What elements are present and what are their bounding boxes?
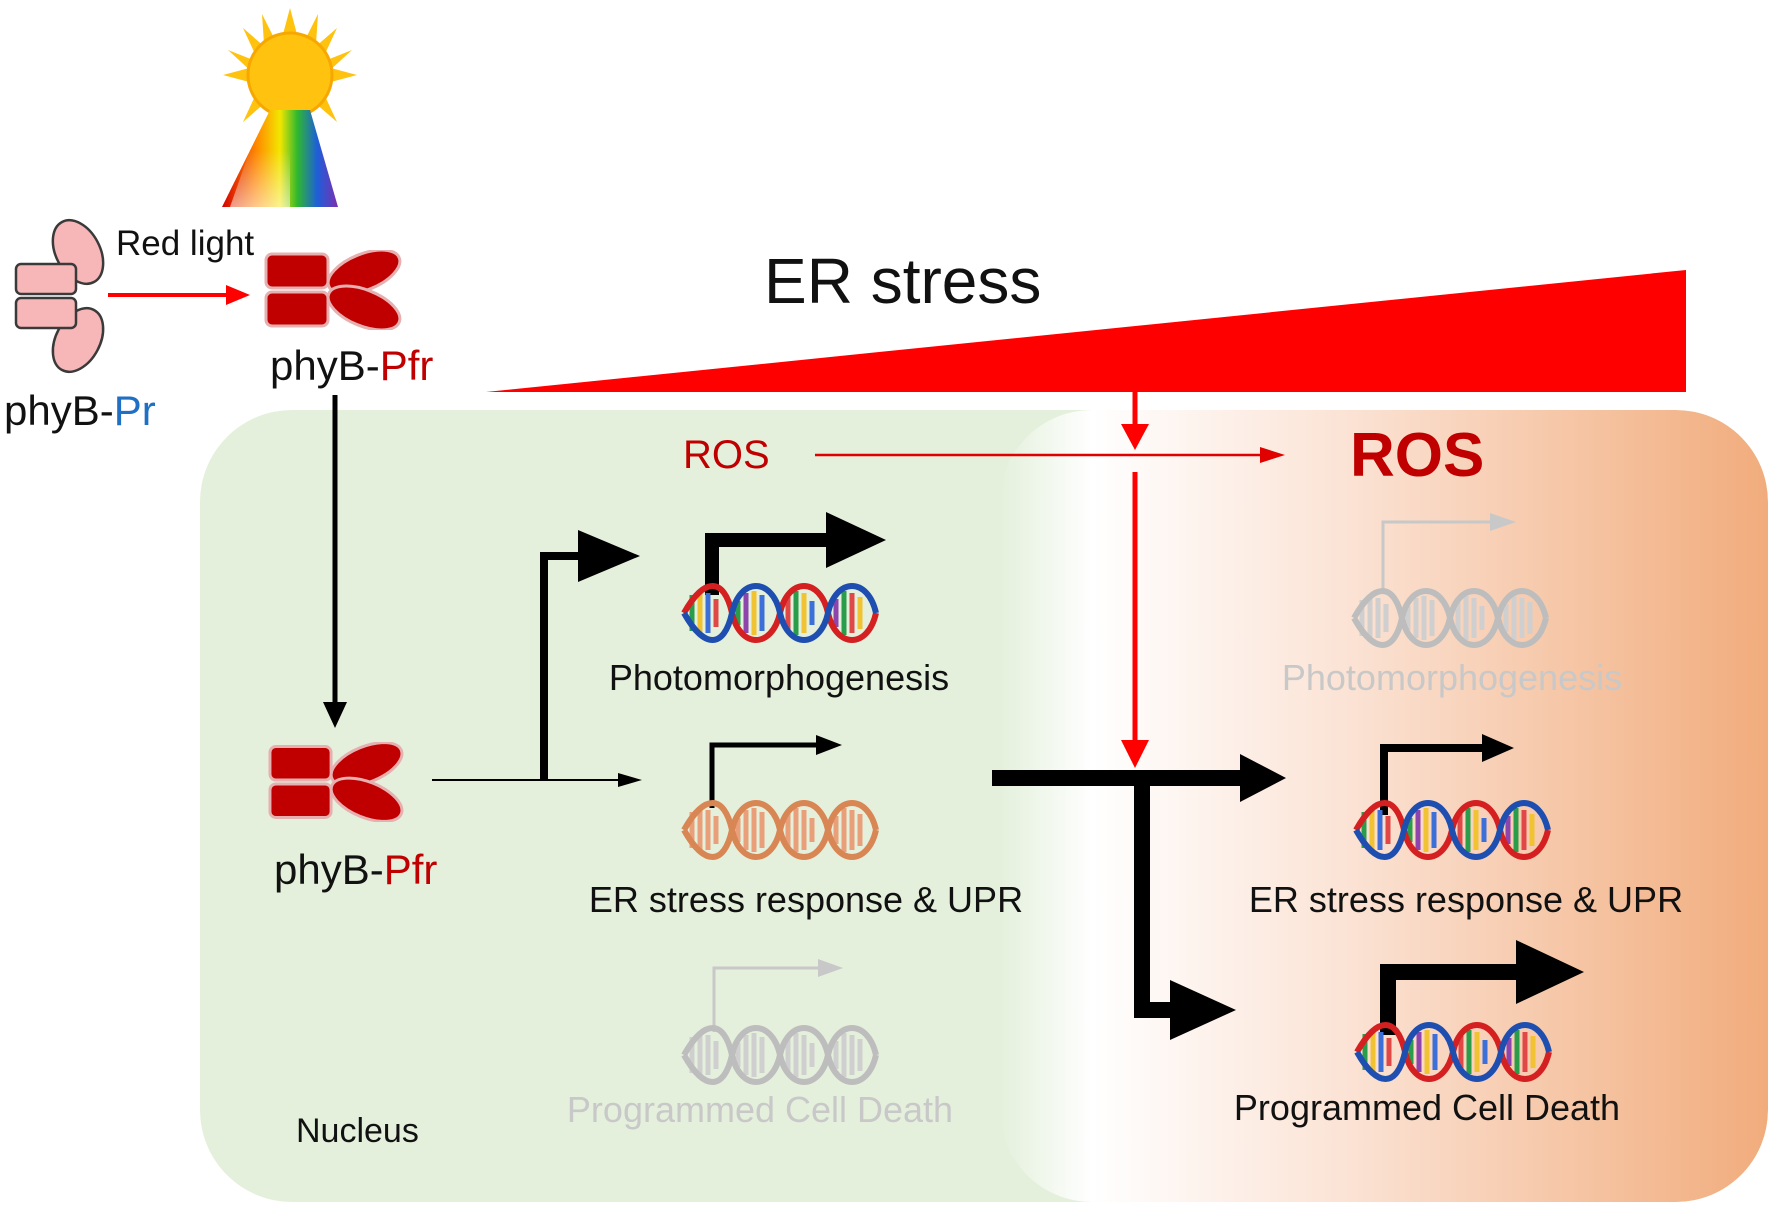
right-gene-photomorphogenesis: Photomorphogenesis bbox=[1282, 513, 1622, 698]
er-stress-label: ER stress bbox=[764, 245, 1041, 317]
phyb-pr-icon bbox=[14, 219, 105, 373]
gene-label: ER stress response & UPR bbox=[589, 879, 1023, 920]
gene-label: Photomorphogenesis bbox=[1282, 657, 1622, 698]
phyb-pr-label: phyB-Pr bbox=[4, 387, 156, 434]
phyb-pfr-icon-top bbox=[264, 250, 404, 330]
medium-transcription-arrow-icon bbox=[1482, 734, 1514, 762]
gene-label: Photomorphogenesis bbox=[609, 657, 949, 698]
weak-transcription-arrow-icon bbox=[816, 735, 842, 755]
inactive-transcription-arrow-icon bbox=[818, 959, 843, 977]
sun-icon bbox=[222, 8, 357, 207]
gene-label: Programmed Cell Death bbox=[567, 1089, 953, 1130]
pfr-translocation-arrow bbox=[323, 395, 347, 728]
phyb-pfr-label-nucleus: phyB-Pfr bbox=[274, 846, 437, 893]
phyb-pfr-label-top: phyB-Pfr bbox=[270, 342, 433, 389]
gene-label: ER stress response & UPR bbox=[1249, 879, 1683, 920]
ros-low-label: ROS bbox=[683, 433, 770, 477]
strong-transcription-arrow-icon bbox=[826, 512, 886, 568]
ros-to-signaling-arrow bbox=[1121, 472, 1149, 768]
inactive-transcription-arrow-icon bbox=[1490, 513, 1516, 531]
pfr-to-photomorphogenesis-arrow bbox=[540, 530, 640, 780]
left-gene-photomorphogenesis: Photomorphogenesis bbox=[609, 512, 949, 698]
to-programmed-cell-death-arrow bbox=[1134, 784, 1236, 1040]
stress-signaling-arrow bbox=[992, 754, 1286, 802]
pfr-to-er-response-arrow bbox=[432, 773, 642, 787]
left-gene-programmed-cell-death: Programmed Cell Death bbox=[567, 959, 953, 1130]
gene-label: Programmed Cell Death bbox=[1234, 1087, 1620, 1128]
red-light-arrow bbox=[108, 285, 250, 305]
ros-increase-arrow bbox=[815, 447, 1285, 463]
ros-high-label: ROS bbox=[1350, 421, 1484, 490]
left-gene-er-stress-response: ER stress response & UPR bbox=[589, 735, 1023, 920]
strong-transcription-arrow-icon bbox=[1516, 940, 1584, 1004]
right-gene-programmed-cell-death: Programmed Cell Death bbox=[1234, 940, 1620, 1128]
right-gene-er-stress-response: ER stress response & UPR bbox=[1249, 734, 1683, 920]
red-light-label: Red light bbox=[116, 224, 254, 263]
er-stress-gradient-wedge bbox=[486, 270, 1686, 392]
er-stress-down-arrow bbox=[1121, 392, 1149, 450]
nucleus-label: Nucleus bbox=[296, 1112, 419, 1150]
